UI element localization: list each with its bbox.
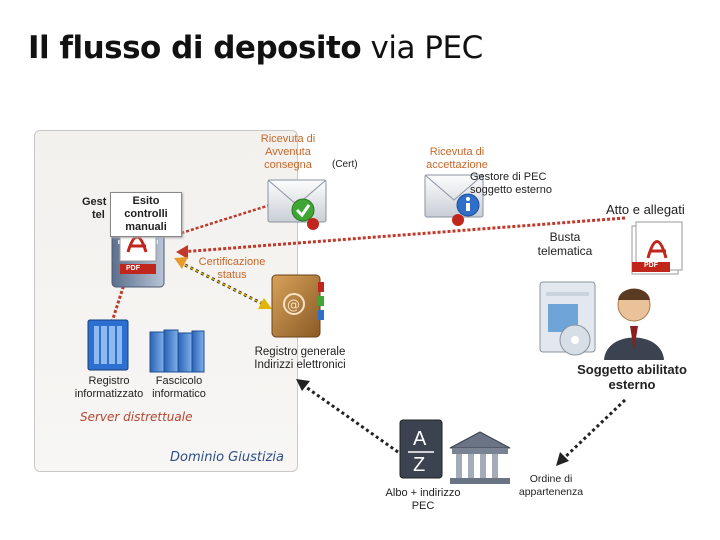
person-icon xyxy=(604,288,664,360)
esito-controlli-callout: Esito controlli manuali xyxy=(110,192,182,237)
fascicolo-informatico-icon xyxy=(149,329,205,373)
soggetto-esterno-small-label: soggetto esterno xyxy=(470,184,552,196)
tel-partial-label: tel xyxy=(92,209,105,221)
fascicolo-informatico-label: Fascicolo informatico xyxy=(152,375,206,400)
title-bold: Il flusso di deposito xyxy=(28,30,362,66)
arrow-consegna-to-server xyxy=(171,203,271,238)
pdf-label-right: PDF xyxy=(644,262,658,269)
address-book-icon: @ xyxy=(271,274,324,338)
arrow-soggetto-to-ordine xyxy=(556,398,627,466)
arrow-certificazione xyxy=(174,257,272,309)
svg-text:@: @ xyxy=(287,298,300,313)
certificazione-status-label: Certificazione status xyxy=(198,256,266,281)
ordine-appartenenza-label: Ordine di appartenenza xyxy=(518,473,584,498)
envelope-consegna-icon xyxy=(267,179,327,230)
registro-informatizzato-label: Registro informatizzato xyxy=(74,375,144,400)
busta-telematica-label: Busta telematica xyxy=(537,230,593,258)
arrow-busta-to-server xyxy=(176,216,626,259)
albo-label: Albo + indirizzo PEC xyxy=(385,487,461,512)
az-letter-a: A xyxy=(413,428,427,450)
ricevuta-consegna-label: Ricevuta di Avvenuta consegna xyxy=(260,133,316,171)
cert-label: (Cert) xyxy=(332,159,358,170)
soggetto-abilitato-label: Soggetto abilitato esterno xyxy=(577,362,687,392)
envelope-accettazione-icon xyxy=(424,174,484,226)
pdf-label-server: PDF xyxy=(126,265,140,272)
title-rest: via PEC xyxy=(370,30,484,66)
arrow-albo-to-registro xyxy=(296,379,399,454)
gestore-partial-label: Gest xyxy=(82,196,107,208)
az-letter-z: Z xyxy=(413,454,426,476)
pdf-document-icon xyxy=(631,221,683,275)
ricevuta-accettazione-label: Ricevuta di accettazione xyxy=(426,146,488,171)
building-icon xyxy=(449,431,511,484)
dominio-giustizia-label: Dominio Giustizia xyxy=(170,450,284,465)
computer-icon xyxy=(539,281,596,356)
page-title: Il flusso di deposito via PEC xyxy=(28,30,483,66)
atto-allegati-label: Atto e allegati xyxy=(606,202,685,217)
gestore-pec-label: Gestore di PEC xyxy=(470,171,547,183)
server-distrettuale-label: Server distrettuale xyxy=(80,410,193,424)
albo-az-icon xyxy=(399,419,443,479)
registro-generale-label: Registro generale Indirizzi elettronici xyxy=(254,346,346,371)
registro-informatizzato-icon xyxy=(87,319,129,371)
dominio-giustizia-box xyxy=(34,130,298,472)
